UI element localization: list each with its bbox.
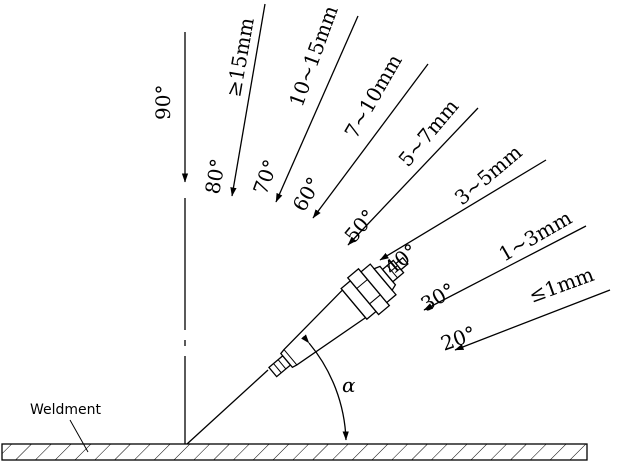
thickness-label-80: ≥15mm xyxy=(221,16,259,99)
angle-label-90: 90° xyxy=(151,85,175,120)
arrow-50 xyxy=(347,107,479,246)
thickness-label-70: 10~15mm xyxy=(284,2,343,109)
weldment-leader-line xyxy=(69,419,89,453)
angle-label-80: 80° xyxy=(200,157,230,196)
weldment-label: Weldment xyxy=(30,402,102,418)
angle-label-70: 70° xyxy=(248,156,283,198)
arrow-20 xyxy=(454,289,611,351)
arrow-60 xyxy=(312,63,429,219)
thickness-label-30: 1~3mm xyxy=(495,205,576,266)
angle-label-50: 50° xyxy=(339,205,380,248)
arrow-70 xyxy=(275,15,359,203)
torch-axis-line xyxy=(186,369,269,445)
thickness-label-60: 7~10mm xyxy=(340,50,407,142)
arrow-80 xyxy=(230,3,266,197)
angle-label-30: 30° xyxy=(417,278,460,317)
weldment-plate xyxy=(1,443,588,461)
thickness-label-40: 3~5mm xyxy=(450,140,527,210)
alpha-label: α xyxy=(342,373,356,397)
angle-label-20: 20° xyxy=(438,321,480,356)
alpha-arc xyxy=(301,334,349,441)
thickness-label-20: ≤1mm xyxy=(526,262,598,308)
arrow-40 xyxy=(379,159,547,261)
arrow-30 xyxy=(423,225,587,311)
